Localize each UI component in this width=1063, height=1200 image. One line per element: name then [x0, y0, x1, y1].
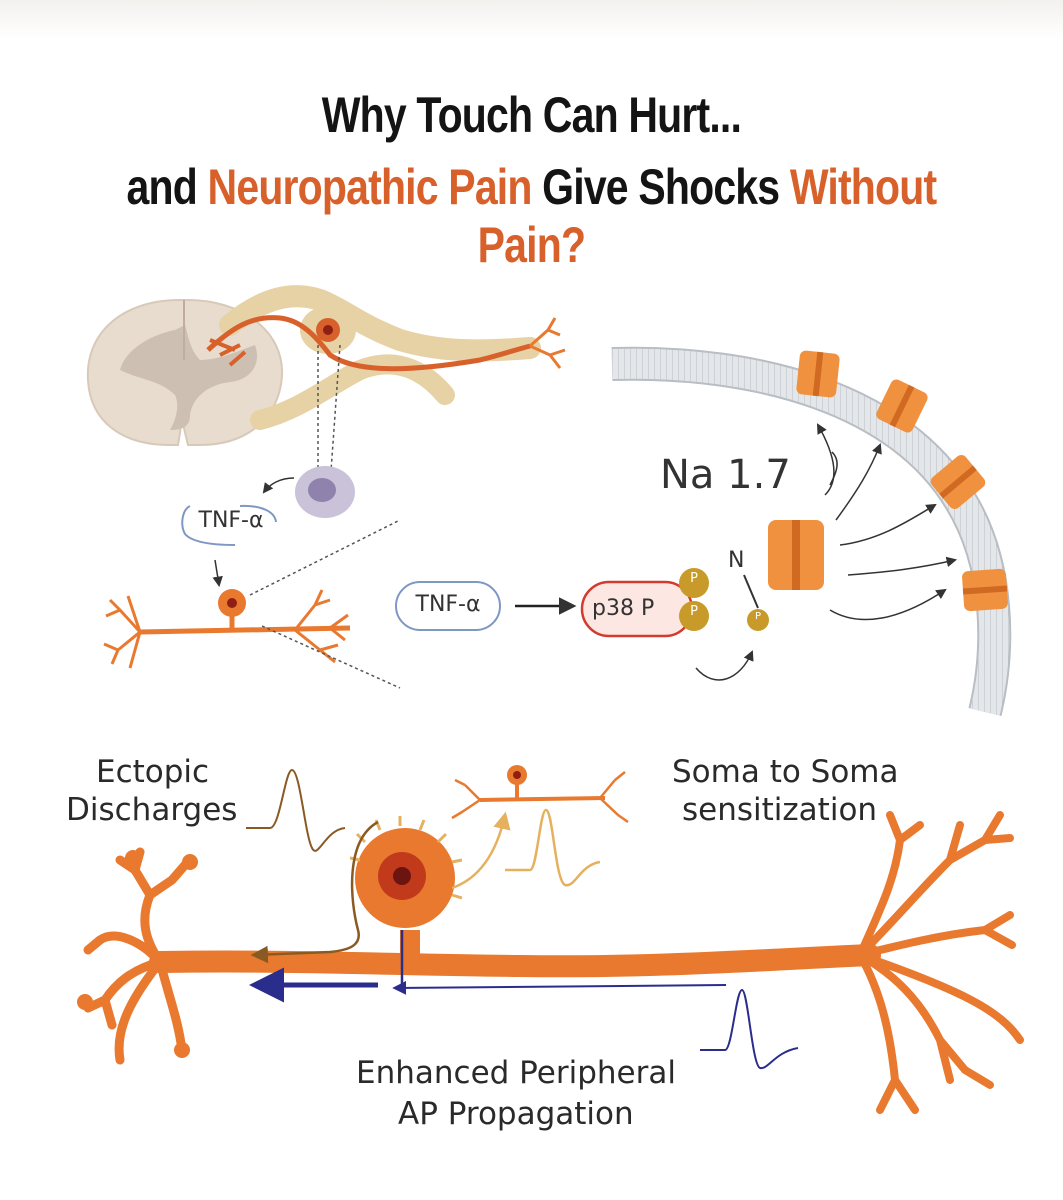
small-neuron-right	[452, 765, 628, 822]
membrane-channels	[796, 350, 1009, 611]
enhanced-label-line-2: AP Propagation	[398, 1094, 634, 1134]
p38-label: p38 P	[592, 596, 682, 621]
phospho-p-label-3: P	[750, 611, 766, 622]
p38-pill	[582, 568, 769, 680]
phospho-p-label-2: P	[684, 604, 704, 619]
tnf-label-middle: TNF-α	[396, 592, 500, 617]
soma-label-line-1: Soma to Soma	[672, 752, 899, 792]
immune-cell	[264, 466, 355, 518]
small-neuron-left	[104, 520, 400, 688]
ectopic-label-line-2: Discharges	[66, 790, 237, 830]
soma-to-soma-arrows	[452, 810, 600, 888]
phospho-p-label-1: P	[684, 571, 704, 586]
ectopic-label-line-1: Ectopic	[96, 752, 209, 792]
enhanced-label-line-1: Enhanced Peripheral	[356, 1053, 676, 1093]
soma-label-line-2: sensitization	[682, 790, 877, 830]
n-terminal-label: N	[728, 548, 744, 573]
tnf-label-upper: TNF-α	[186, 508, 276, 533]
na17-label: Na 1.7	[660, 452, 791, 498]
